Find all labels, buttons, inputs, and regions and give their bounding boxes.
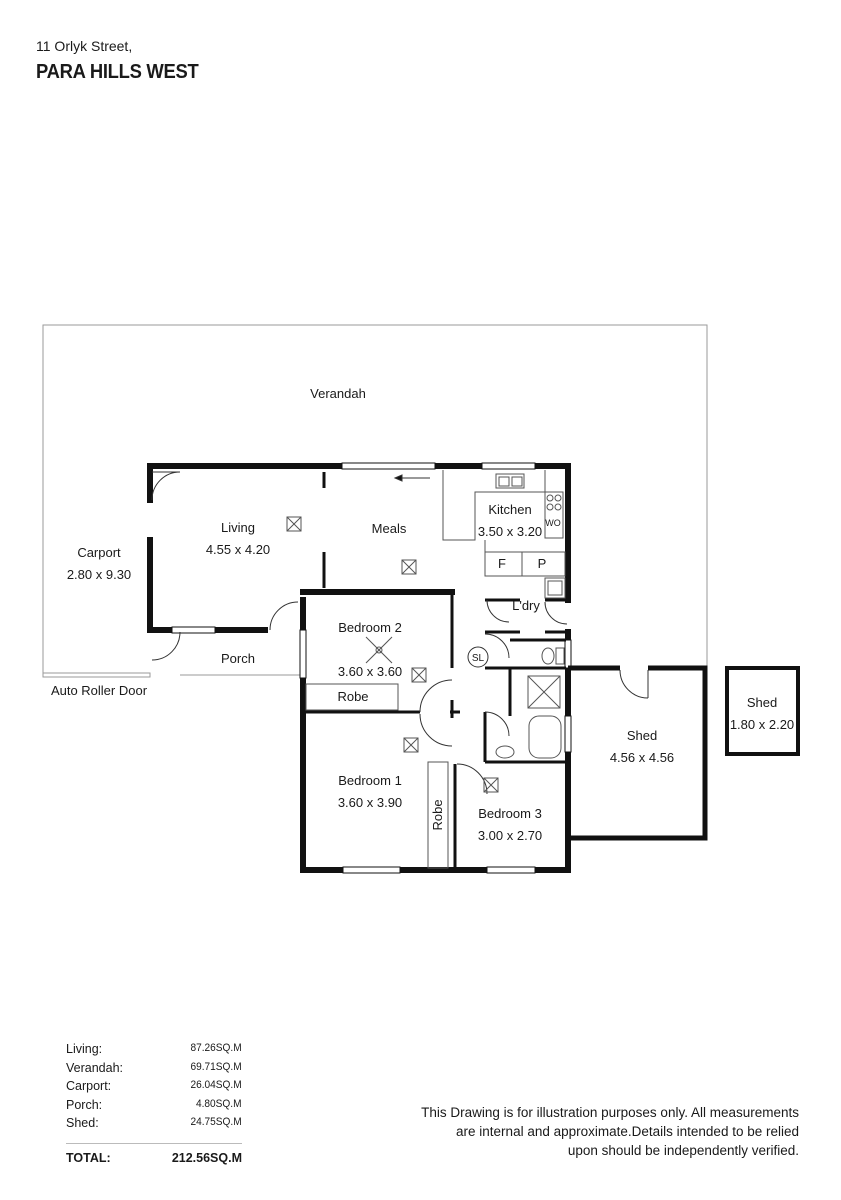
area-total-row: TOTAL: 212.56SQ.M [66, 1151, 242, 1165]
kitchen-dims: 3.50 x 3.20 [478, 524, 542, 539]
shed-small-dims: 1.80 x 2.20 [730, 717, 794, 732]
area-row: Shed: 24.75SQ.M [66, 1116, 242, 1135]
robes [305, 683, 449, 869]
kitchen-fixtures [442, 470, 566, 599]
meals-label: Meals [372, 521, 407, 536]
area-divider [66, 1142, 242, 1144]
ceiling-lights [286, 516, 499, 793]
fridge-label: F [498, 556, 506, 571]
bedroom1-dims: 3.60 x 3.90 [338, 795, 402, 810]
suburb-title: PARA HILLS WEST [36, 61, 199, 83]
disclaimer: This Drawing is for illustration purpose… [339, 1103, 799, 1160]
exterior-walls [147, 463, 571, 873]
area-label: Living: [66, 1042, 103, 1056]
laundry-label: L'dry [512, 598, 540, 613]
kitchen-label: Kitchen [488, 502, 531, 517]
living-dims: 4.55 x 4.20 [206, 542, 270, 557]
bedroom3-label: Bedroom 3 [478, 806, 542, 821]
bedroom3-dims: 3.00 x 2.70 [478, 828, 542, 843]
shed-small-label: Shed [747, 695, 777, 710]
disclaimer-line: This Drawing is for illustration purpose… [421, 1105, 799, 1120]
skylight-icon: SL [467, 646, 489, 668]
porch-label: Porch [221, 651, 255, 666]
wall-oven-label: WO [545, 518, 561, 528]
living-label: Living [221, 520, 255, 535]
verandah-label: Verandah [310, 386, 366, 401]
disclaimer-line: upon should be independently verified. [567, 1143, 799, 1158]
ceiling-fan-icon [365, 636, 393, 664]
shed-main-dims: 4.56 x 4.56 [610, 750, 674, 765]
bedroom1-label: Bedroom 1 [338, 773, 402, 788]
street-address: 11 Orlyk Street, [36, 38, 133, 54]
area-label: Carport: [66, 1079, 112, 1093]
area-value: 26.04SQ.M [190, 1079, 242, 1091]
bedroom2-label: Bedroom 2 [338, 620, 402, 635]
area-row: Living: 87.26SQ.M [66, 1042, 242, 1061]
total-value: 212.56SQ.M [171, 1150, 242, 1165]
area-value: 4.80SQ.M [196, 1097, 242, 1110]
shed-main-label: Shed [627, 728, 657, 743]
area-label: Shed: [66, 1116, 99, 1130]
area-schedule: Living: 87.26SQ.M Verandah: 69.71SQ.M Ca… [66, 1042, 242, 1165]
area-value: 69.71SQ.M [190, 1060, 242, 1073]
auto-roller-door-label: Auto Roller Door [51, 683, 148, 698]
bedroom2-dims: 3.60 x 3.60 [338, 664, 402, 679]
area-row: Verandah: 69.71SQ.M [66, 1061, 242, 1080]
disclaimer-line: are internal and approximate.Details int… [456, 1124, 799, 1139]
carport-label: Carport [77, 545, 121, 560]
shed-main [568, 665, 708, 841]
area-row: Carport: 26.04SQ.M [66, 1079, 242, 1098]
area-label: Porch: [66, 1097, 103, 1112]
bathroom-fixtures [495, 647, 565, 759]
area-value: 87.26SQ.M [190, 1042, 242, 1054]
area-label: Verandah: [66, 1060, 123, 1075]
interior-walls [303, 472, 566, 868]
pantry-label: P [538, 556, 547, 571]
area-row: Porch: 4.80SQ.M [66, 1098, 242, 1117]
door-swings [151, 471, 649, 795]
bedroom1-robe-label: Robe [430, 799, 445, 830]
shed-small [725, 666, 800, 756]
carport-dims: 2.80 x 9.30 [67, 567, 131, 582]
bedroom2-robe-label: Robe [337, 689, 368, 704]
windows [171, 462, 572, 874]
skylight-label: SL [472, 653, 485, 664]
auto-roller-door [42, 672, 151, 678]
total-label: TOTAL: [66, 1150, 111, 1165]
area-value: 24.75SQ.M [190, 1116, 242, 1128]
